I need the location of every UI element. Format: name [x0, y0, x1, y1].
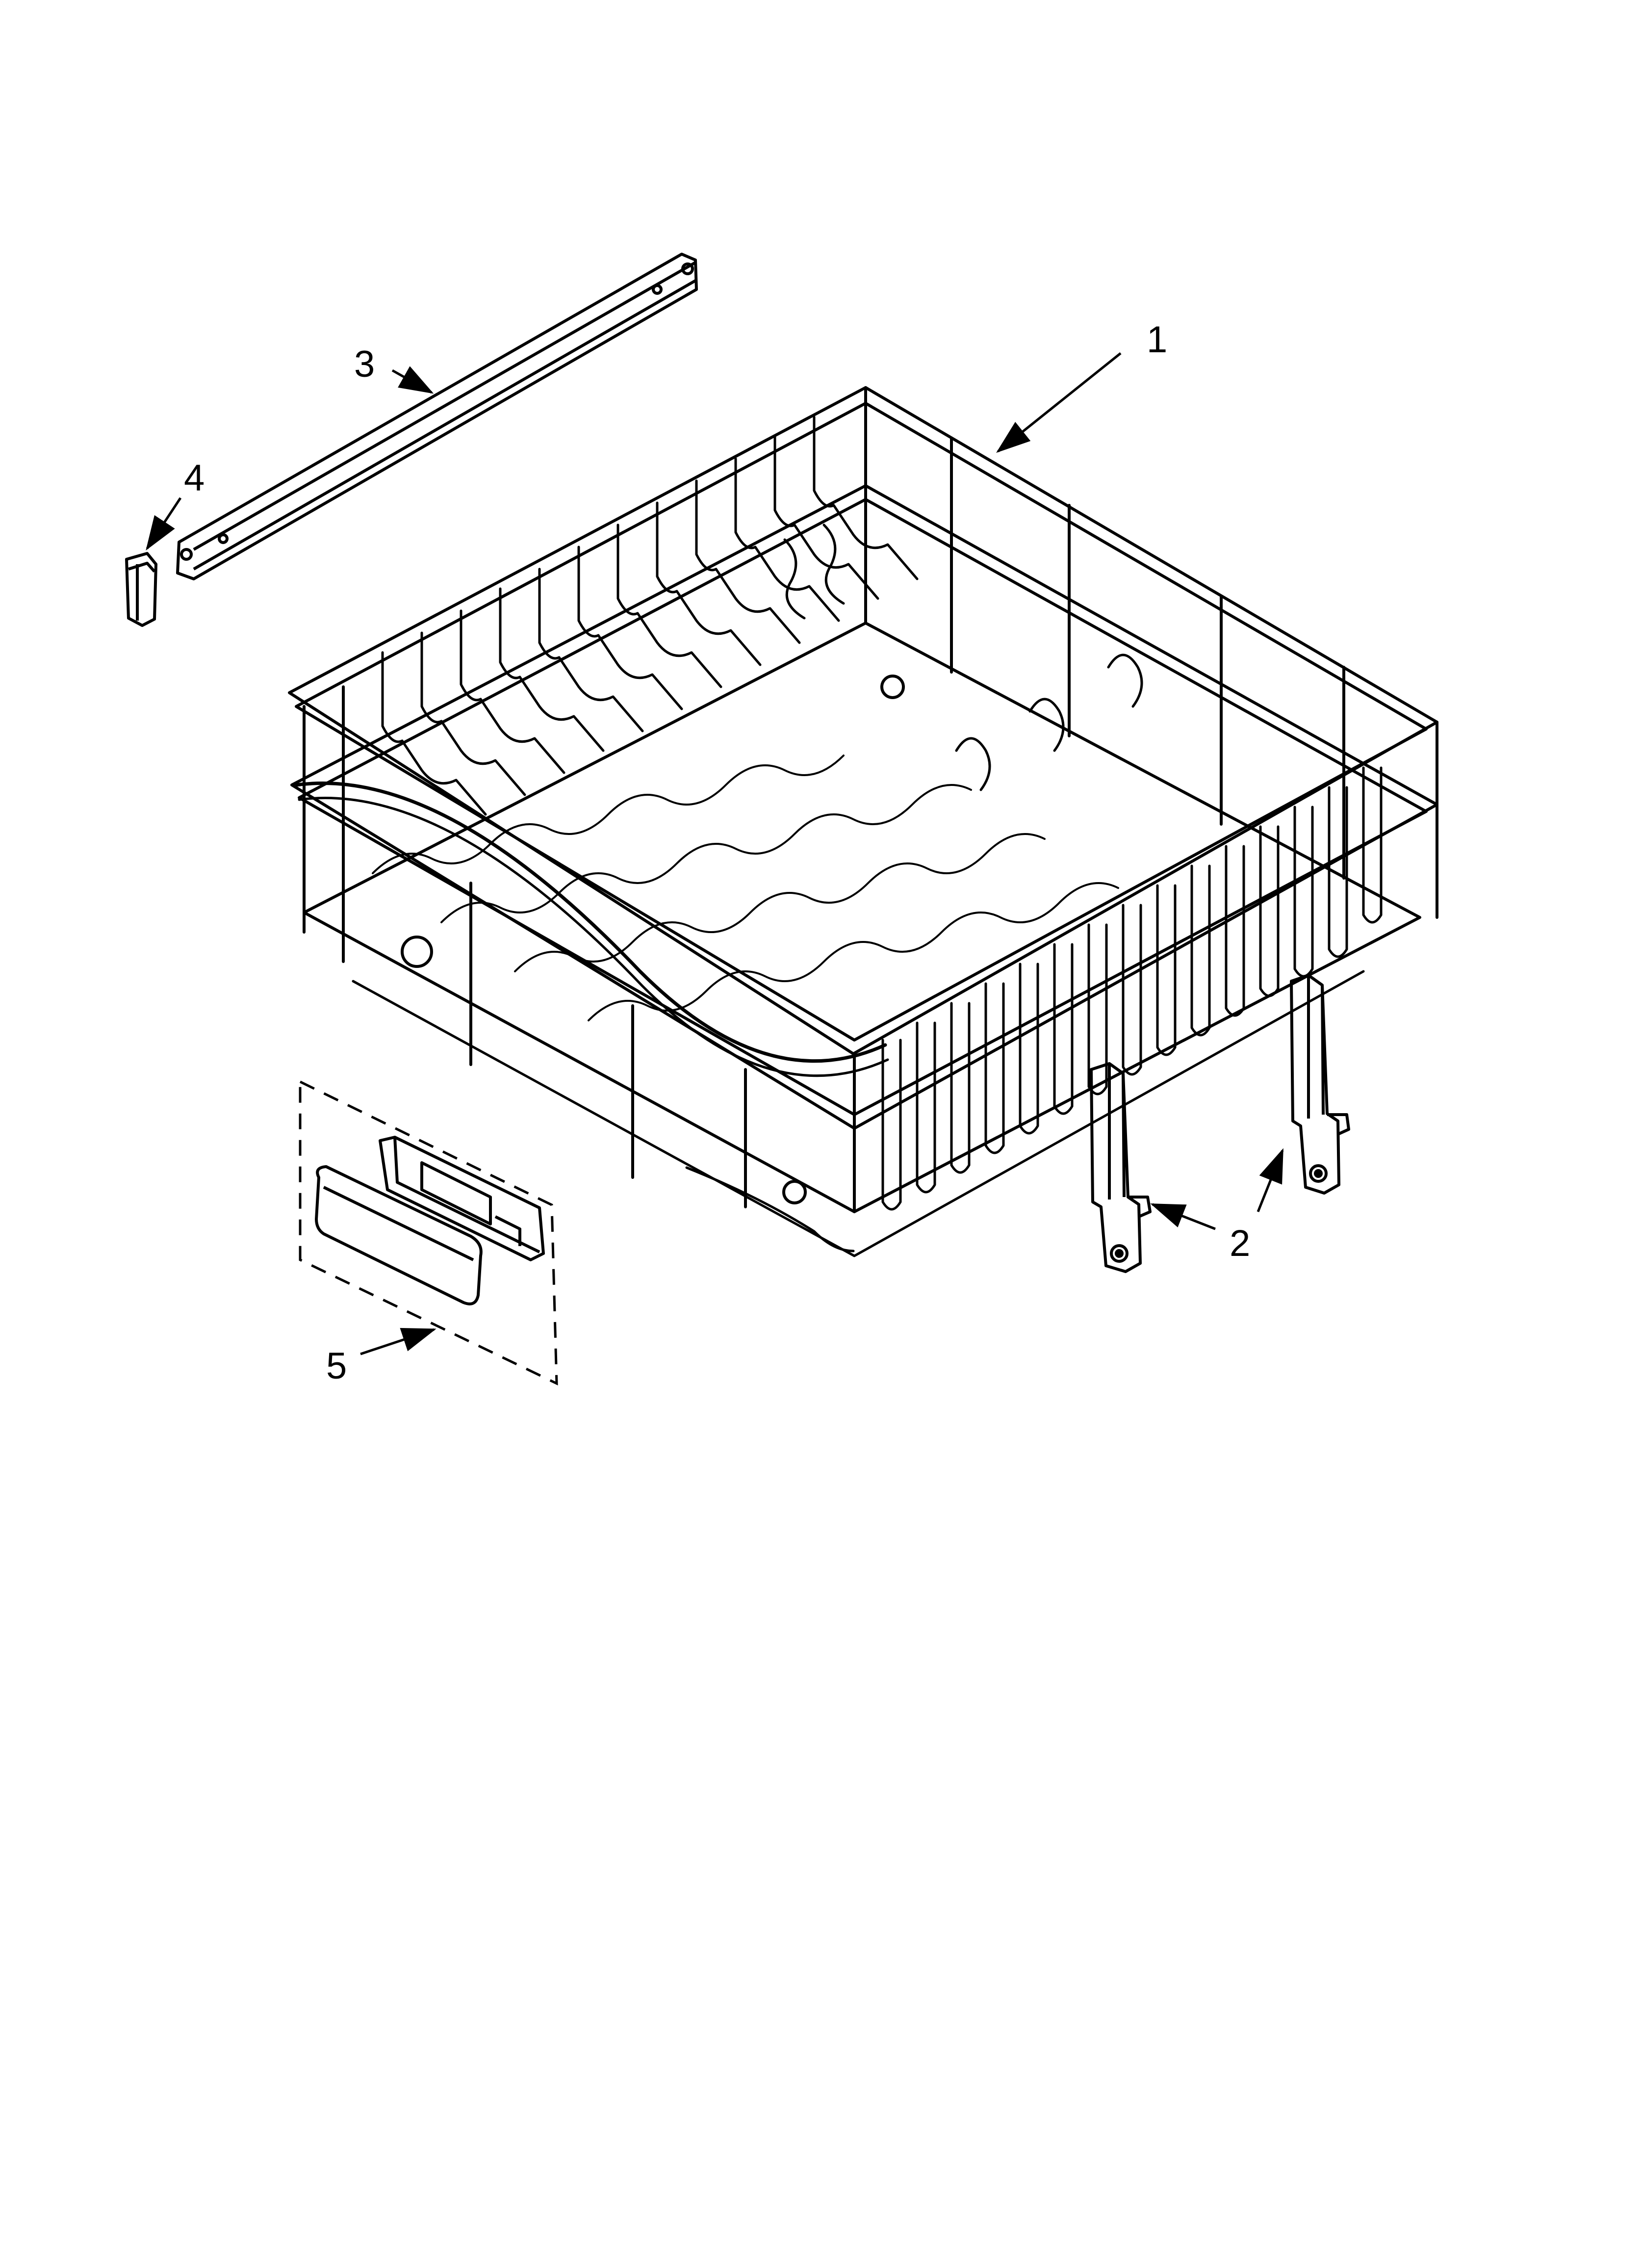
rack-adjuster-part-front — [1090, 1062, 1152, 1273]
leader-arrow-5 — [360, 1328, 436, 1356]
handle-cover-part — [315, 1165, 483, 1305]
leader-arrows — [146, 352, 1284, 1356]
leader-arrow-2a — [1150, 1203, 1216, 1230]
handle-base-part — [379, 1136, 545, 1261]
callout-number-4: 4 — [184, 457, 205, 499]
upper-rack-part — [288, 386, 1438, 1257]
leader-arrow-3 — [391, 366, 434, 394]
handle-kit-dashed-outline — [299, 1079, 558, 1386]
callout-number-3: 3 — [354, 343, 375, 385]
callout-number-1: 1 — [1147, 319, 1167, 361]
callout-number-5: 5 — [326, 1345, 347, 1387]
leader-arrow-2b — [1257, 1148, 1284, 1212]
rack-adjuster-part-rear — [1290, 974, 1350, 1195]
leader-arrow-1 — [996, 352, 1122, 453]
rack-rail-part — [176, 253, 698, 580]
leader-arrow-4 — [146, 497, 182, 551]
handle-kit-group — [299, 1079, 558, 1386]
callout-number-2: 2 — [1230, 1223, 1250, 1264]
rail-end-cap-part — [125, 552, 157, 627]
